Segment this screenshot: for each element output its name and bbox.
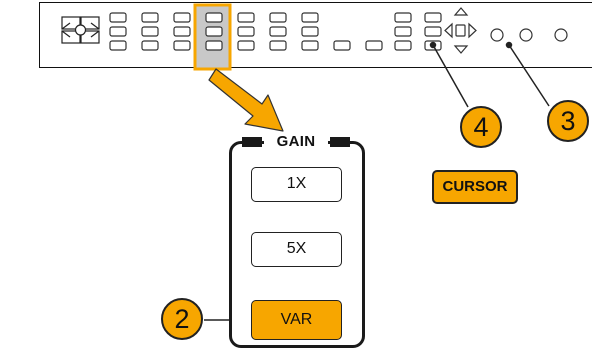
pointer-arrow-icon xyxy=(208,68,284,132)
panel-small-button xyxy=(333,40,351,51)
panel-small-button xyxy=(394,40,412,51)
panel-small-button xyxy=(205,26,223,37)
panel-small-button xyxy=(237,26,255,37)
callout-2: 2 xyxy=(161,298,203,340)
panel-small-button xyxy=(141,40,159,51)
gain-group-title: GAIN xyxy=(242,133,350,151)
callout-4: 4 xyxy=(460,106,502,148)
knob-icon xyxy=(490,28,568,42)
arrow-keys-icon xyxy=(444,7,477,54)
panel-small-button xyxy=(301,26,319,37)
panel-small-button xyxy=(394,12,412,23)
panel-small-button xyxy=(301,12,319,23)
panel-small-button xyxy=(141,12,159,23)
panel-small-button xyxy=(269,40,287,51)
panel-small-button xyxy=(269,12,287,23)
gain-5x-button[interactable]: 5X xyxy=(251,232,342,267)
panel-small-button xyxy=(173,12,191,23)
panel-small-button xyxy=(205,40,223,51)
cursor-button[interactable]: CURSOR xyxy=(432,170,518,204)
callout-3: 3 xyxy=(547,100,589,142)
panel-small-button xyxy=(424,26,442,37)
panel-small-button xyxy=(301,40,319,51)
panel-small-button xyxy=(237,12,255,23)
panel-small-button xyxy=(269,26,287,37)
panel-logo-icon xyxy=(61,16,100,44)
panel-small-button xyxy=(109,26,127,37)
panel-small-button xyxy=(365,40,383,51)
panel-small-button xyxy=(205,12,223,23)
gain-var-button[interactable]: VAR xyxy=(251,300,342,340)
panel-small-button xyxy=(424,12,442,23)
panel-buttons xyxy=(109,12,442,51)
panel-small-button xyxy=(109,12,127,23)
panel-small-button xyxy=(173,40,191,51)
panel-small-button xyxy=(109,40,127,51)
gain-1x-button[interactable]: 1X xyxy=(251,167,342,202)
panel-small-button xyxy=(141,26,159,37)
panel-small-button xyxy=(173,26,191,37)
panel-small-button xyxy=(394,26,412,37)
panel-small-button xyxy=(237,40,255,51)
